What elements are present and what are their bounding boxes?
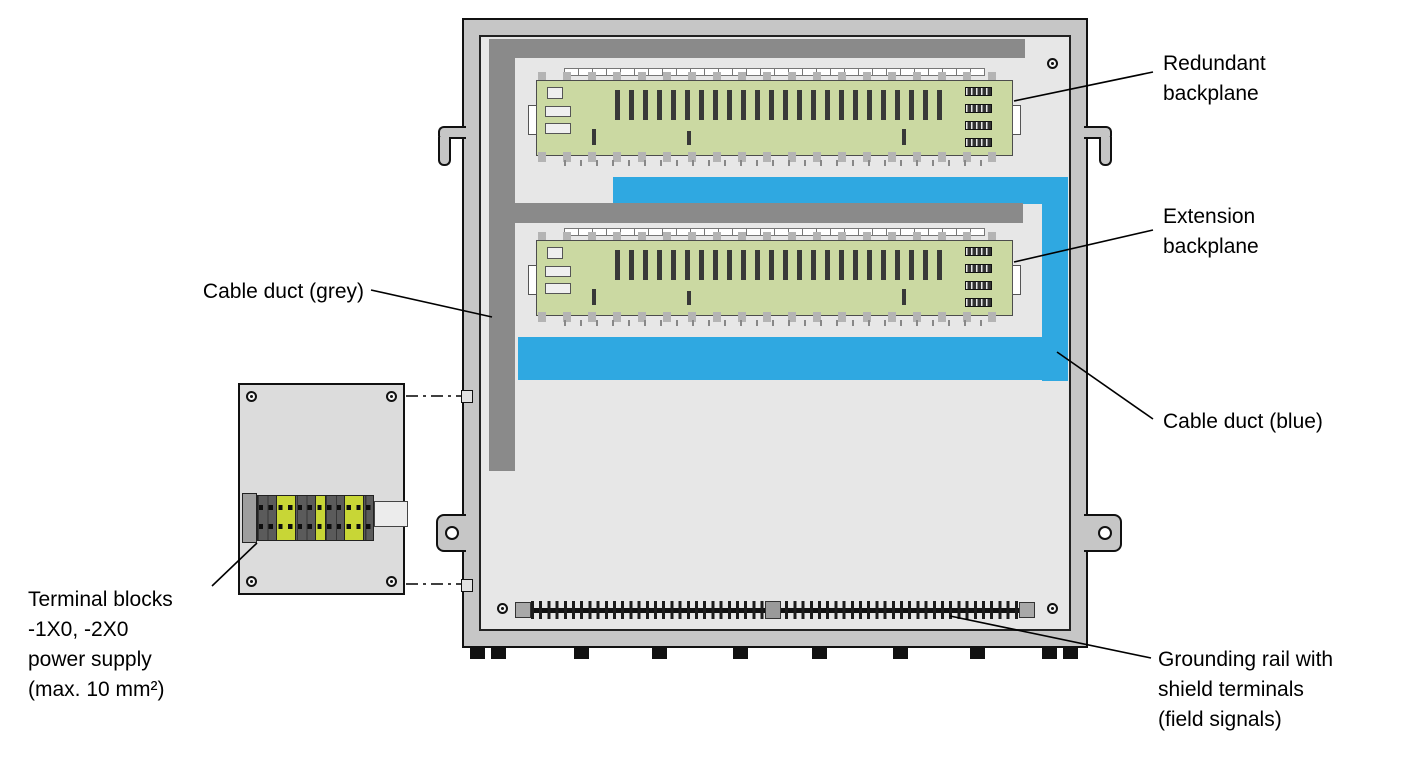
hook-tip [438,137,451,166]
connector [545,283,571,294]
cabinet-foot [1063,646,1078,659]
edge-connector [1012,105,1021,135]
cabinet-foot [491,646,506,659]
rail-end-clamp [515,602,531,618]
rail-clamp [765,601,781,619]
cable-duct-blue-vertical [1042,177,1068,381]
terminal-block-strip [242,493,374,543]
extension-backplane [528,226,1021,330]
slot [902,289,906,305]
mounting-tab-right [1084,514,1122,552]
slot [592,129,596,145]
pin-connector [965,138,992,147]
terminal-blocks-label: Terminal blocks -1X0, -2X0 power supply … [28,588,173,701]
ground-terminal [315,495,326,541]
grounding-rail-label: Grounding rail with shield terminals (fi… [1158,648,1334,731]
terminal-screws-row [259,505,372,510]
redundant-backplane-label: Redundant backplane [1163,52,1266,105]
mounting-hole [1098,526,1112,540]
cabinet [436,18,1122,659]
mounting-panel [479,35,1071,631]
din-clips [538,312,1011,322]
hook-tip [1099,137,1112,166]
slot [902,129,906,145]
module-slot-row [615,90,951,120]
mounting-hook-top-right [1084,126,1112,166]
hook-arm [1084,126,1112,139]
edge-connector [1012,265,1021,295]
slot [592,289,596,305]
din-clips [538,232,1011,242]
slot [687,131,691,145]
screw [386,576,397,587]
pin-connector [965,247,992,256]
din-clips [538,152,1011,162]
cable-duct-blue-horizontal-lower [518,337,1045,380]
terminal-screws-row [259,524,372,529]
din-rail [564,320,985,326]
rail-end-clamp [1019,602,1035,618]
connector [547,247,563,259]
mounting-hook-top-left [438,126,466,166]
cable-duct-grey-middle [513,203,1023,223]
cabinet-foot [893,646,908,659]
pin-connector [965,281,992,290]
cable-duct-blue-horizontal-upper [613,177,1045,204]
pin-connector [965,121,992,130]
din-rail-stub [374,501,408,527]
pin-connector [965,87,992,96]
cable-duct-grey-vertical [489,39,515,471]
cabinet-foot [733,646,748,659]
mounting-hole [445,526,459,540]
edge-connector [528,105,537,135]
cabinet-foot [652,646,667,659]
connector [545,106,571,117]
grounding-rail [515,599,1035,621]
mounting-stud-bottom [461,579,473,592]
din-rail [564,160,985,166]
mounting-tab-left [436,514,466,552]
module-slot-row [615,250,951,280]
screw [1047,603,1058,614]
backplane-pcb [528,240,1021,316]
screw [246,391,257,402]
ground-terminal [276,495,296,541]
cabinet-foot [470,646,485,659]
cable-duct-grey-label: Cable duct (grey) [202,280,364,303]
pin-connector [965,264,992,273]
edge-connector [528,265,537,295]
ground-terminal [344,495,364,541]
hook-arm [438,126,466,139]
connector [545,123,571,134]
cable-duct-blue-label: Cable duct (blue) [1163,410,1323,433]
connector [545,266,571,277]
cabinet-foot [574,646,589,659]
slot [687,291,691,305]
connector [547,87,563,99]
cabinet-foot [1042,646,1057,659]
screw [497,603,508,614]
redundant-backplane [528,66,1021,170]
screw [386,391,397,402]
backplane-pcb [528,80,1021,156]
din-clips [538,72,1011,82]
screw [1047,58,1058,69]
extension-backplane-label: Extension backplane [1163,205,1259,258]
cable-duct-grey-top [489,39,1025,58]
pin-connector [965,104,992,113]
cabinet-foot [970,646,985,659]
cabinet-foot [812,646,827,659]
end-clamp [242,493,257,543]
power-terminal-box [238,383,408,595]
pin-connector [965,298,992,307]
screw [246,576,257,587]
mounting-stud-top [461,390,473,403]
